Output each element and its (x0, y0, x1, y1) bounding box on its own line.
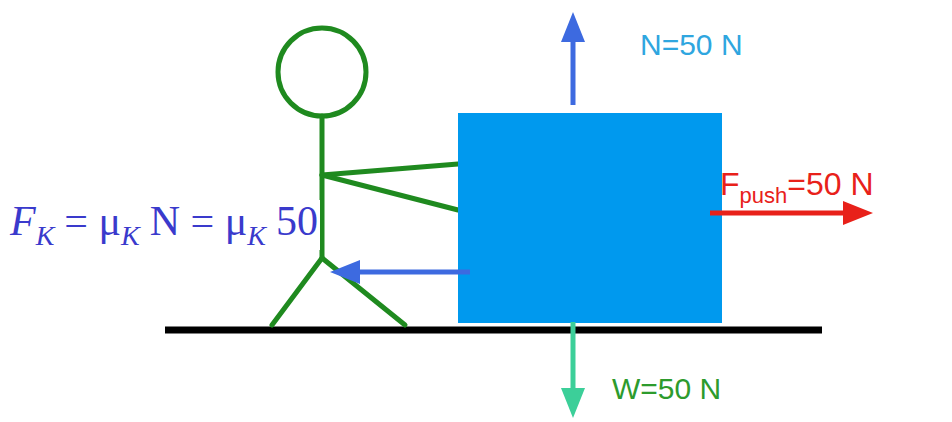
label-text: N=50 N (640, 30, 743, 60)
force-label: Fpush=50 N (720, 168, 874, 207)
label-text: F (10, 200, 36, 242)
label-text: W=50 N (612, 374, 721, 404)
label-text: F (720, 168, 740, 200)
label-text: =50 N (787, 168, 873, 200)
stick-figure (272, 28, 458, 325)
force-label: FK= μKN = μK50 (8, 200, 320, 250)
force-label: N=50 N (640, 30, 743, 60)
subscript-text: push (740, 185, 788, 207)
normal-force-arrow (561, 12, 585, 105)
subscript-text: K (247, 222, 266, 250)
label-text: N = μ (150, 200, 248, 242)
label-text: = μ (64, 200, 121, 242)
friction-force-arrow (330, 260, 470, 284)
subscript-text: K (36, 222, 55, 250)
force-label: W=50 N (612, 374, 721, 404)
label-text: 50 (276, 200, 318, 242)
subscript-text: K (121, 222, 140, 250)
weight-force-arrow (561, 322, 585, 418)
push-force-arrow (710, 201, 873, 225)
pushed-box (458, 113, 722, 323)
ground-line (165, 327, 822, 334)
